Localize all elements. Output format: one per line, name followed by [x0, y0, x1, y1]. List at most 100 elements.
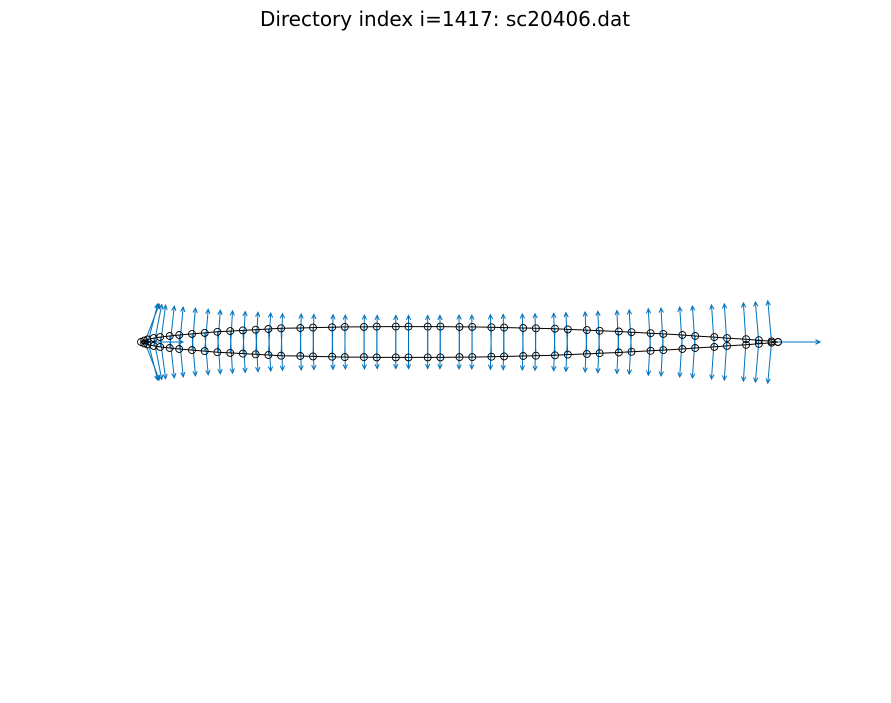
airfoil-point	[710, 333, 719, 342]
airfoil-point	[754, 336, 763, 345]
airfoil-point-layer	[137, 322, 782, 362]
normal-vector-arrow	[778, 339, 822, 345]
airfoil-point	[563, 350, 572, 359]
normal-vector-layer	[141, 299, 822, 385]
airfoil-point	[391, 322, 400, 331]
airfoil-point	[165, 332, 174, 340]
normal-vector-arrow	[690, 304, 696, 349]
normal-vector-arrow	[765, 299, 773, 343]
airfoil-point	[175, 331, 184, 339]
normal-vector-arrow	[311, 313, 317, 357]
normal-vector-arrow	[146, 302, 160, 345]
airfoil-point	[723, 334, 731, 343]
normal-vector-arrow	[519, 312, 525, 357]
airfoil-point	[691, 332, 700, 340]
normal-vector-arrow	[405, 314, 412, 358]
airfoil-point	[226, 327, 235, 336]
airfoil-point	[500, 352, 509, 361]
airfoil-point	[646, 329, 655, 338]
normal-vector-arrow	[658, 306, 664, 351]
airfoil-point	[595, 349, 604, 358]
normal-vector-arrow	[159, 304, 168, 347]
airfoil-point	[213, 348, 222, 357]
normal-vector-arrow	[721, 338, 728, 382]
airfoil-point	[140, 339, 149, 348]
airfoil-point	[264, 325, 273, 333]
airfoil-point	[277, 351, 286, 360]
airfoil-point	[678, 345, 687, 353]
normal-vector-arrow	[425, 314, 431, 358]
normal-vector-arrow	[191, 307, 198, 351]
chart-title: Directory index i=1417: sc20406.dat	[260, 7, 630, 31]
normal-vector-arrow	[532, 312, 538, 356]
normal-vector-arrow	[709, 303, 715, 347]
airfoil-point	[455, 322, 464, 331]
normal-vector-arrow	[393, 314, 399, 358]
normal-vector-arrow	[242, 310, 248, 354]
airfoil-point	[238, 349, 247, 358]
airfoil-point	[531, 351, 540, 360]
airfoil-point	[372, 322, 381, 331]
airfoil-point	[659, 329, 668, 338]
airfoil-point	[188, 329, 196, 338]
normal-vector-arrow	[595, 310, 601, 354]
airfoil-point	[277, 324, 286, 333]
airfoil-point	[328, 352, 337, 361]
normal-vector-arrow	[330, 313, 336, 357]
airfoil-point	[754, 339, 763, 348]
airfoil-point	[251, 325, 260, 334]
airfoil-point	[175, 345, 184, 353]
airfoil-point	[691, 344, 700, 352]
normal-vector-arrow	[279, 312, 286, 356]
normal-vector-arrow	[551, 312, 557, 356]
airfoil-point	[238, 326, 247, 335]
airfoil-point	[646, 346, 655, 355]
normal-vector-arrow	[741, 301, 747, 345]
normal-vector-arrow	[342, 313, 348, 358]
normal-vector-arrow	[242, 330, 248, 374]
airfoil-point	[455, 353, 464, 362]
airfoil-point	[767, 338, 776, 347]
airfoil-point	[468, 322, 477, 331]
airfoil-point	[251, 350, 260, 359]
airfoil-point	[359, 322, 368, 331]
airfoil-point	[200, 347, 209, 356]
normal-vector-arrow	[563, 311, 569, 355]
normal-vector-arrow	[563, 329, 569, 373]
airfoil-point	[423, 322, 432, 331]
airfoil-point	[436, 353, 445, 362]
airfoil-point	[531, 324, 540, 333]
normal-vector-arrow	[153, 303, 164, 346]
normal-vector-arrow	[487, 313, 494, 357]
airfoil-point	[468, 353, 477, 362]
normal-vector-arrow	[437, 314, 443, 358]
normal-vector-arrow	[741, 339, 747, 383]
airfoil-point	[487, 352, 496, 361]
airfoil-point	[149, 334, 158, 343]
normal-vector-arrow	[551, 328, 557, 372]
airfoil-point	[614, 348, 623, 357]
airfoil-point	[188, 346, 196, 355]
airfoil-point	[563, 325, 572, 334]
airfoil-point	[436, 322, 445, 331]
airfoil-point	[156, 342, 165, 351]
normal-vector-arrow	[500, 313, 506, 357]
airfoil-point	[404, 322, 413, 331]
airfoil-point	[582, 349, 591, 358]
normal-vector-arrow	[229, 309, 235, 353]
normal-vector-arrow	[169, 305, 177, 349]
airfoil-point	[742, 340, 751, 349]
normal-vector-arrow	[721, 302, 728, 346]
airfoil-point	[595, 326, 604, 335]
airfoil-point	[519, 352, 528, 360]
airfoil-point	[678, 331, 687, 339]
normal-vector-arrow	[143, 340, 161, 381]
normal-vector-arrow	[267, 328, 274, 373]
airfoil-point	[264, 351, 273, 359]
airfoil-point	[309, 352, 317, 361]
airfoil-point	[742, 335, 751, 344]
airfoil-point	[551, 324, 559, 333]
normal-vector-arrow	[469, 313, 475, 358]
airfoil-point	[627, 347, 636, 356]
